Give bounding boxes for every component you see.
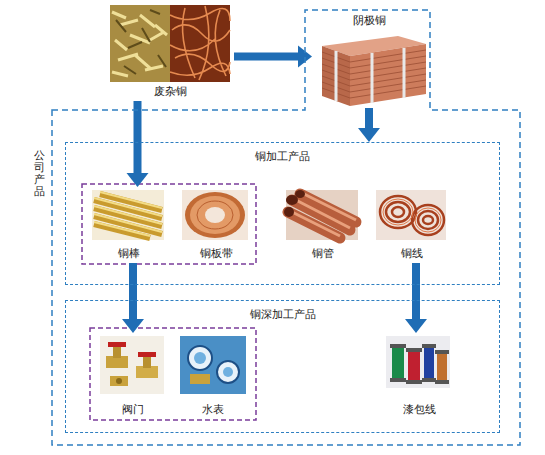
scrap-copper-photo: [110, 5, 230, 82]
copper-tube-photo: [284, 190, 358, 240]
material-node: 废杂铜: [106, 3, 234, 101]
category-title: 铜加工产品: [255, 150, 310, 164]
node-label: 废杂铜: [152, 85, 189, 99]
arrow-shaft: [412, 263, 420, 321]
product-node: 铜线: [373, 187, 451, 263]
copper-wire-photo: [376, 190, 446, 240]
node-label: 水表: [200, 403, 226, 417]
flow-arrow: [234, 46, 312, 68]
node-label: 铜管: [310, 247, 336, 261]
flow-arrow: [127, 101, 149, 187]
arrow-head: [122, 319, 144, 333]
arrow-head: [127, 173, 149, 187]
product-group-outline: [90, 328, 256, 420]
product-node: 铜板带: [179, 187, 253, 263]
arrow-shaft: [134, 101, 142, 175]
copper-rod-photo: [92, 190, 164, 240]
node-label: 铜线: [399, 247, 425, 261]
water-meter-photo: [180, 336, 246, 394]
arrow-shaft: [129, 263, 137, 321]
region-label: 公司产品: [34, 150, 45, 198]
product-node: 漆包线: [381, 333, 457, 419]
company-products-region: 公司产品 阴极铜铜加工产品铜棒 铜板带 铜管 铜线铜深加工产品阀门 水表 漆包线: [28, 8, 524, 448]
node-label: 阀门: [120, 403, 146, 417]
material-node: 阴极铜: [312, 12, 426, 108]
node-label: 阴极铜: [351, 14, 388, 28]
copper-strip-photo: [182, 190, 248, 240]
arrow-head: [405, 319, 427, 333]
product-node: 铜管: [283, 187, 363, 263]
arrow-shaft: [365, 108, 373, 130]
arrow-head: [358, 128, 380, 142]
product-category-box: 铜加工产品铜棒 铜板带 铜管 铜线: [65, 142, 500, 285]
company-boundary-line: [52, 10, 520, 445]
node-label: 铜板带: [198, 247, 235, 261]
cathode-copper-photo: [322, 36, 426, 106]
product-group-outline: [82, 184, 256, 264]
product-node: 阀门: [97, 333, 169, 419]
valve-photo: [100, 336, 164, 394]
product-node: 铜棒: [89, 187, 169, 263]
flow-arrow: [358, 108, 380, 142]
product-node: 水表: [177, 333, 249, 419]
product-category-box: 铜深加工产品阀门 水表 漆包线: [65, 300, 500, 433]
node-label: 铜棒: [116, 247, 142, 261]
flow-arrow: [122, 263, 144, 333]
flow-arrow: [405, 263, 427, 333]
company-boundary-outline: [28, 8, 524, 448]
category-title: 铜深加工产品: [250, 308, 316, 322]
node-label: 漆包线: [401, 403, 438, 417]
enamelled-wire-photo: [386, 336, 450, 388]
arrow-shaft: [234, 53, 300, 61]
